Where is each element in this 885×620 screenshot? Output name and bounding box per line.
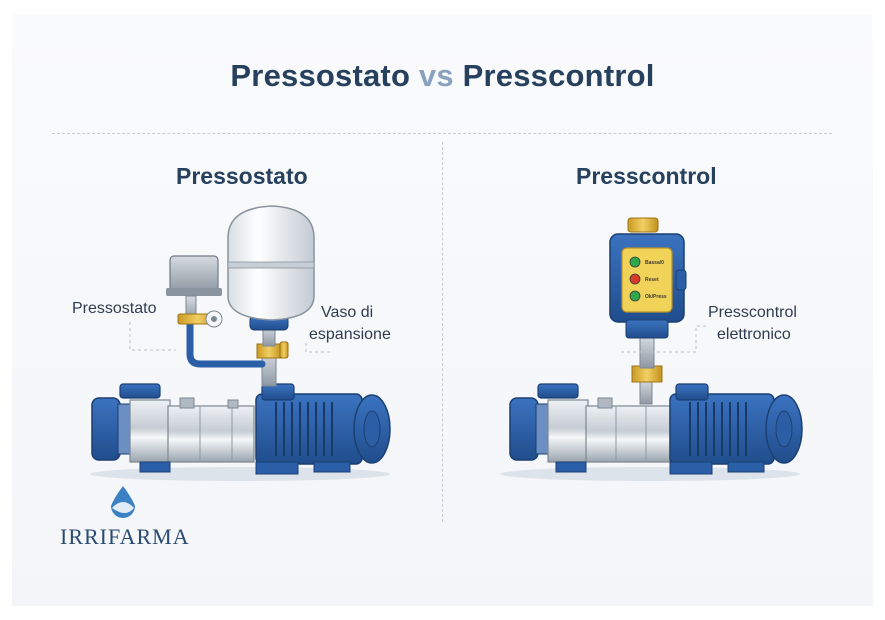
right-leader-lines (620, 325, 706, 353)
title-right: Presscontrol (462, 58, 655, 93)
label-vaso-line2: espansione (309, 326, 391, 343)
label-presscontrol-line2: elettronico (717, 326, 791, 343)
label-vaso-line1: Vaso di (321, 304, 374, 321)
right-pump (500, 217, 803, 481)
led-indicator (629, 273, 641, 285)
led-indicator (629, 256, 641, 268)
label-pressostato: Pressostato (72, 300, 157, 317)
label-presscontrol-line1: Presscontrol (708, 304, 797, 321)
led-label: Ok/Press (645, 294, 667, 300)
horizontal-divider (52, 133, 832, 134)
brand-logo-text: IRRIFARMA (60, 524, 190, 549)
left-leader-lines (129, 322, 330, 353)
left-pump (90, 205, 391, 481)
led-indicator (629, 290, 641, 302)
right-panel-heading: Presscontrol (576, 163, 717, 189)
left-panel-heading: Pressostato (176, 163, 308, 189)
title-vs: vs (418, 58, 454, 93)
water-drop-icon (111, 486, 135, 518)
led-label: Bassa/0 (645, 260, 664, 266)
vertical-divider (442, 142, 443, 522)
led-label: Reset (645, 277, 659, 283)
title-left: Pressostato (230, 58, 411, 93)
page-title: Pressostato vs Presscontrol (0, 58, 885, 94)
